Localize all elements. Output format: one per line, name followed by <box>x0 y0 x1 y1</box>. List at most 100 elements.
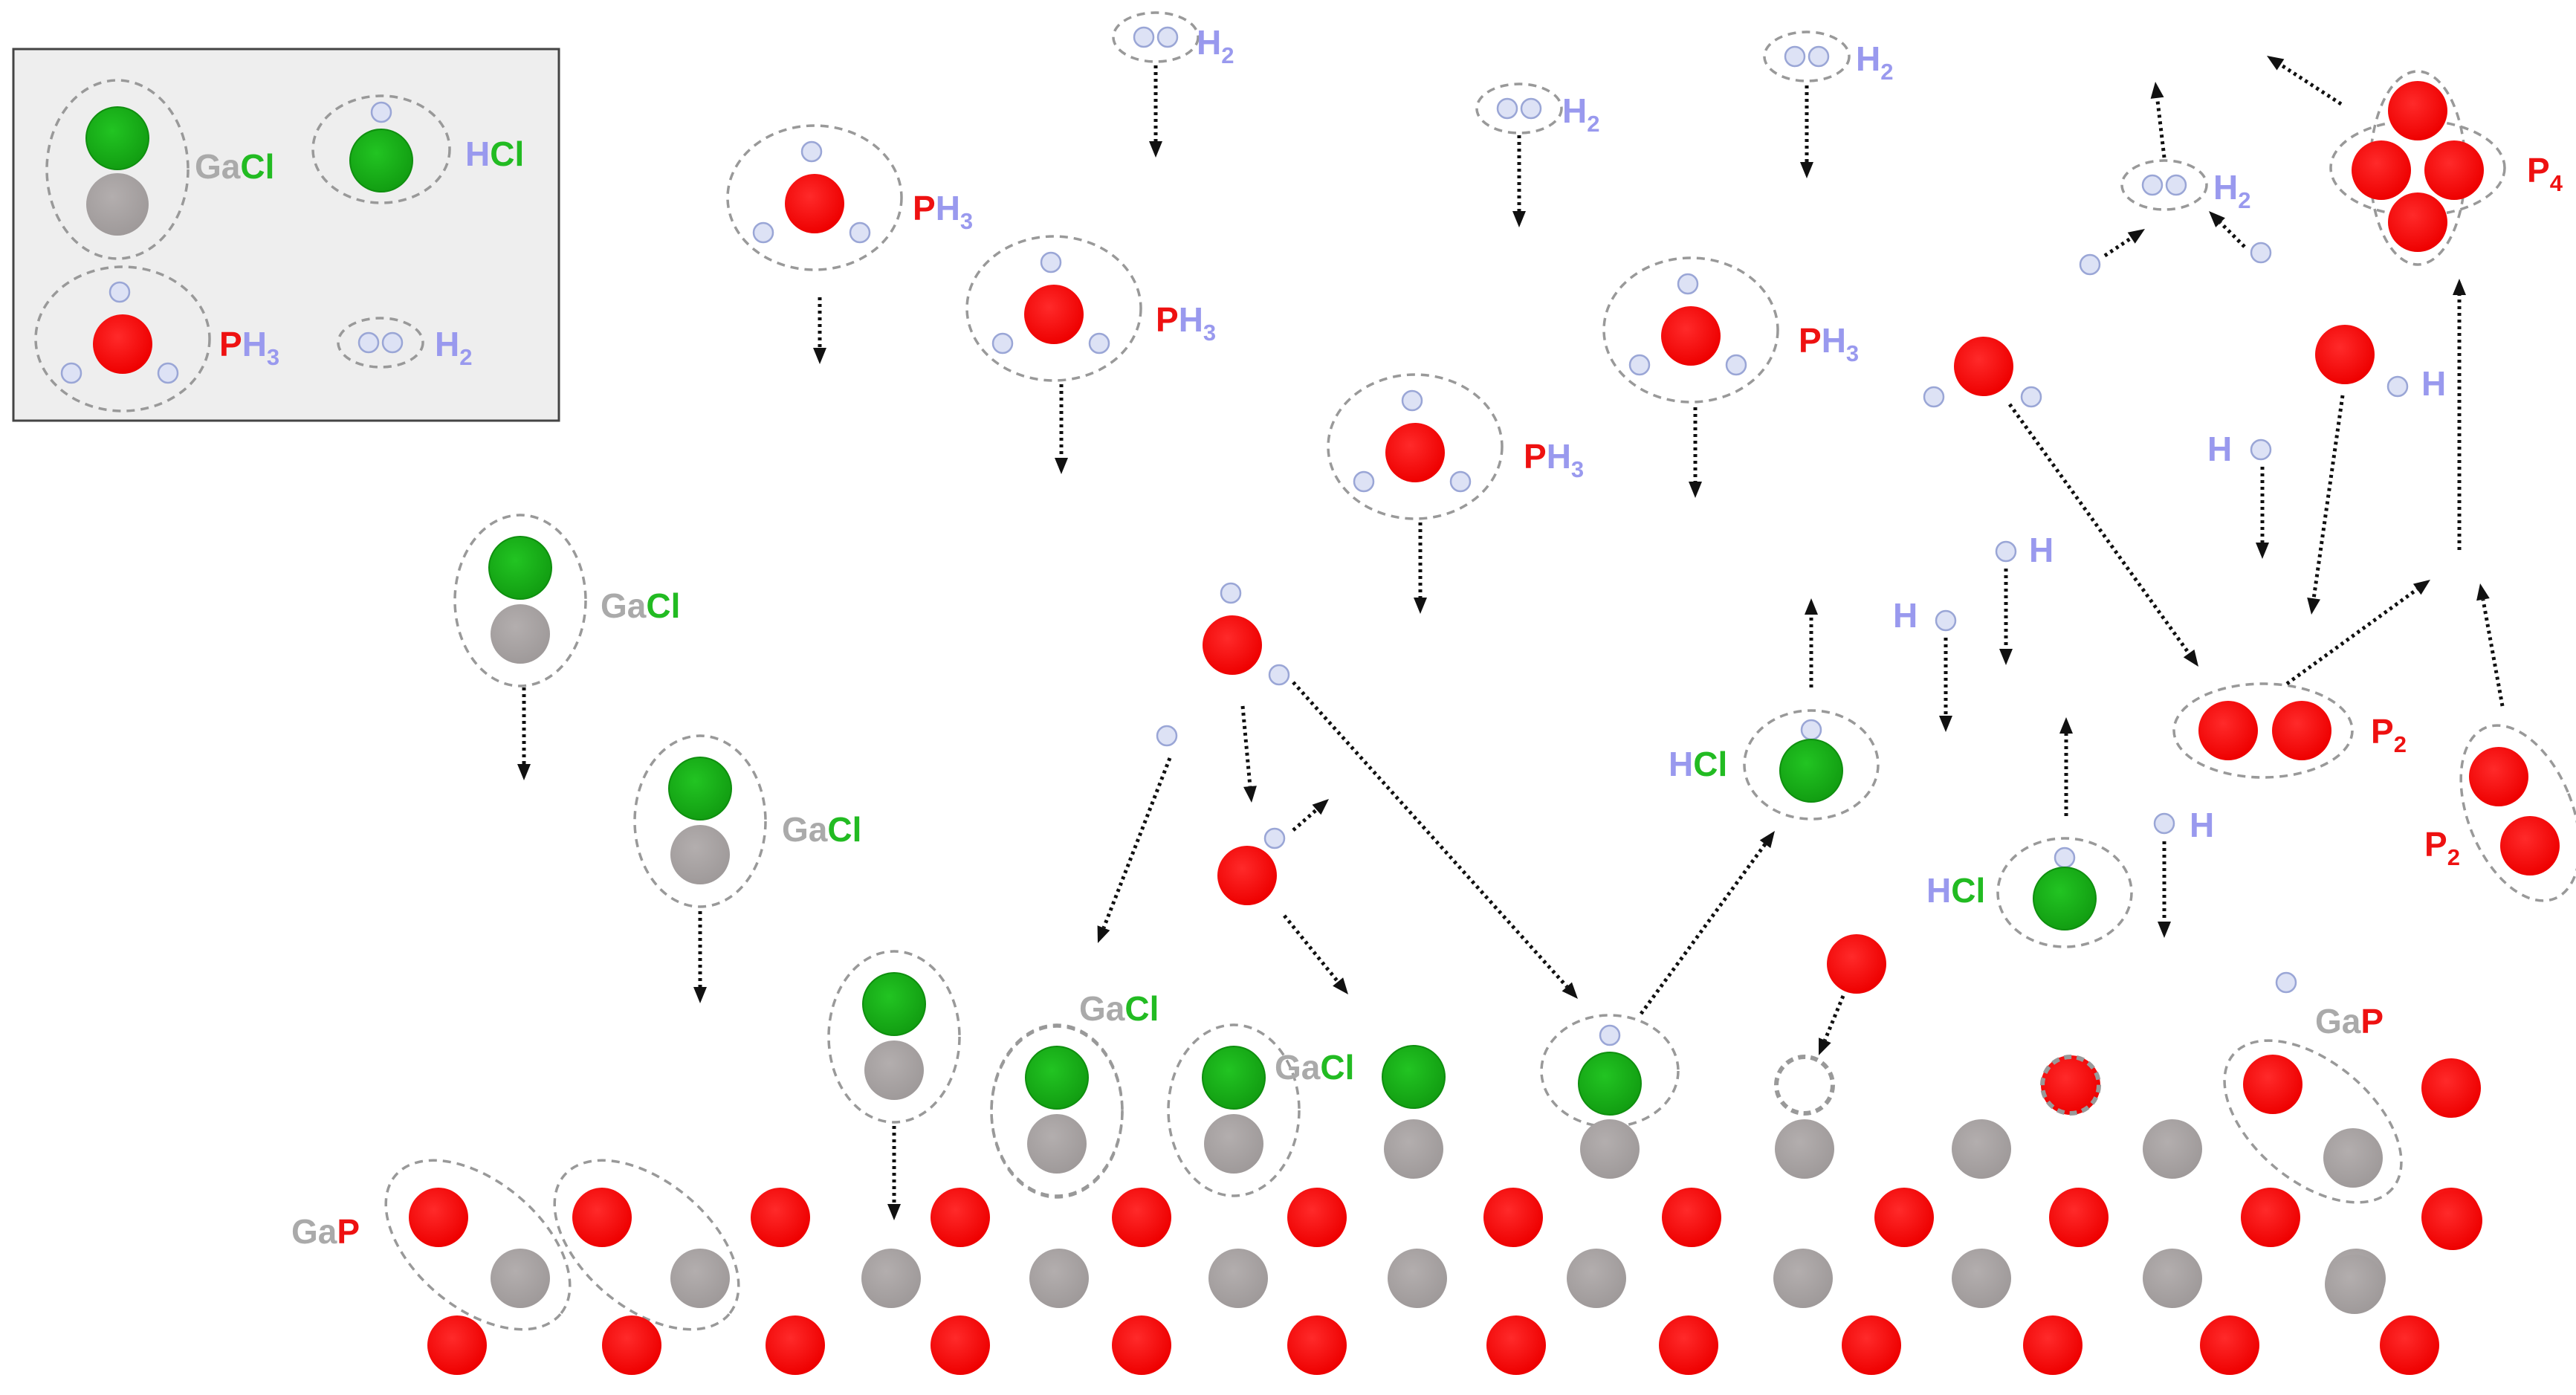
lattice-p-atom <box>931 1188 990 1247</box>
hcl-h-atom <box>1800 719 1822 741</box>
gacl-outline <box>827 950 961 1124</box>
lattice-p-atom <box>766 1315 825 1375</box>
lattice-p-atom <box>2200 1315 2259 1375</box>
arrow-head <box>1759 831 1775 849</box>
h2-label: H2 <box>1856 39 1893 85</box>
lattice-ga-atom <box>1029 1249 1089 1308</box>
h-arrow <box>1939 638 1952 732</box>
ph3-h-atom <box>800 140 823 163</box>
phx-h-atom <box>1923 386 1945 408</box>
lattice-p-atom <box>602 1315 661 1375</box>
arrow-head <box>2059 717 2073 734</box>
lattice-ga-atom <box>861 1249 921 1308</box>
free-h-atom <box>1995 540 2017 563</box>
ph3-h-atom <box>1628 354 1651 376</box>
arrow-head <box>1999 649 2013 665</box>
phx-p-atom <box>1954 337 2013 396</box>
arrow-head <box>1414 598 1427 614</box>
arrow-head <box>1562 982 1578 999</box>
ph3-h-atom <box>1449 470 1472 493</box>
h-label: H <box>1893 596 1918 635</box>
ph-p-atom <box>1217 846 1277 905</box>
h2-outline <box>1475 82 1563 135</box>
surface-cl-atom <box>1382 1045 1446 1109</box>
h2-label: H2 <box>1197 23 1234 68</box>
gacl-ga-atom <box>1027 1114 1087 1174</box>
lattice-p-atom <box>1486 1315 1546 1375</box>
h-recombination-arrow <box>2209 211 2246 248</box>
arrow-head <box>887 1204 901 1220</box>
free-h-atom <box>2153 812 2175 835</box>
p4-p-atom <box>2388 192 2447 252</box>
lattice-p-atom <box>1659 1315 1718 1375</box>
ph3-outline <box>726 124 903 271</box>
gacl-ga-atom <box>864 1040 924 1100</box>
surface-p-atom <box>2041 1055 2100 1115</box>
legend-ph3-h-atom <box>109 281 131 303</box>
legend-h2-outline <box>337 317 424 369</box>
arrow-shaft <box>2311 395 2345 599</box>
lattice-ga-atom <box>1773 1249 1833 1308</box>
gacl-ga-atom <box>670 825 730 884</box>
ph3-h-atom <box>752 221 774 244</box>
arrow-head <box>2158 922 2171 938</box>
p2-p-atom <box>2469 747 2528 806</box>
p2-p-atom <box>2198 701 2258 760</box>
h-label: H <box>2207 430 2232 468</box>
ph2-h-atom <box>1220 582 1242 604</box>
gacl-cl-atom <box>862 972 926 1036</box>
legend-gacl-label: GaCl <box>195 147 274 186</box>
lattice-p-atom <box>1287 1188 1347 1247</box>
hcl-outline <box>1743 709 1880 821</box>
hcl-cl-atom <box>2033 867 2097 930</box>
arrow-shaft <box>1823 995 1845 1041</box>
arrow-head <box>1333 977 1348 994</box>
p2-to-p4-arrow <box>2476 583 2505 707</box>
arrow-head <box>1689 482 1702 498</box>
h2-arrow <box>1800 85 1813 178</box>
arrow-head <box>1097 925 1110 943</box>
arrow-head <box>1939 716 1952 732</box>
lattice-p-atom <box>2423 1191 2482 1250</box>
arrow-shaft <box>1639 843 1767 1015</box>
gacl-ga-atom <box>491 604 550 664</box>
ph3-arrow <box>813 297 826 364</box>
legend-ph3-h-atom <box>60 362 82 384</box>
lattice-p-atom <box>572 1188 632 1247</box>
gap-outline <box>384 1159 572 1331</box>
arrow-head <box>693 987 707 1003</box>
arrow-shaft <box>1101 757 1172 929</box>
arrow-head <box>2412 580 2430 595</box>
p2-outline <box>2172 682 2354 779</box>
gacl-outline <box>990 1025 1124 1199</box>
arrow-shaft <box>2481 599 2505 707</box>
arrow-head <box>1800 162 1813 178</box>
p2-label: P2 <box>2424 825 2460 870</box>
legend-ph3-h-atom <box>157 362 179 384</box>
p4-formation-arrow <box>2453 279 2466 550</box>
legend-gacl-cl-atom <box>85 106 149 170</box>
arrow-head <box>2150 82 2164 99</box>
h2-h-atom <box>1496 97 1518 120</box>
arrow-shaft <box>2007 403 2191 655</box>
lattice-p-atom <box>1483 1188 1543 1247</box>
arrow-head <box>2183 649 2198 667</box>
lattice-p-atom <box>2023 1315 2083 1375</box>
free-h-atom <box>2250 242 2272 264</box>
arrow-head <box>1805 598 1818 615</box>
h2-arrow <box>1512 135 1526 227</box>
arrow-head <box>1243 786 1257 803</box>
legend-ph3-p-atom <box>93 314 152 374</box>
arrow-shaft <box>1240 705 1252 787</box>
arrow-head <box>1312 799 1329 815</box>
hcl-label: HCl <box>1669 745 1727 783</box>
incoming-p-atom <box>1827 934 1886 994</box>
h2-label: H2 <box>1562 91 1599 137</box>
free-h-atom <box>2250 438 2272 461</box>
legend-h2-h-atom <box>381 331 404 354</box>
reaction-arrows <box>517 56 2505 1220</box>
ph3-arrow <box>1689 407 1702 498</box>
surface-p-atom <box>2421 1058 2481 1118</box>
gacl-ga-atom <box>1204 1114 1263 1174</box>
legend-box <box>12 48 560 422</box>
